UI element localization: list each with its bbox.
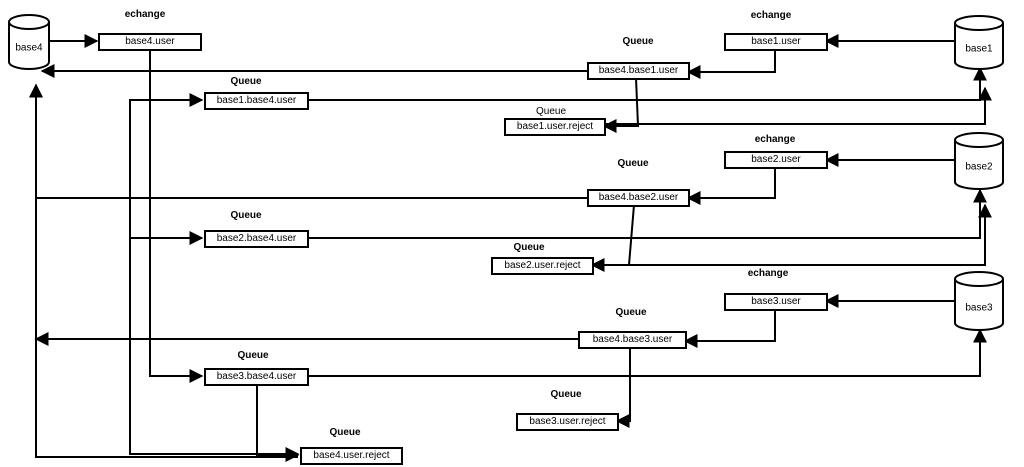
queue-label-reject1: Queue <box>535 106 567 117</box>
queue-label-base2-base4: Queue <box>230 210 262 221</box>
edge-reject2-to-base2 <box>592 203 992 266</box>
edge-stem-to-reject4 <box>129 238 300 461</box>
edge-base3-user-to-base4-base3-user <box>683 309 776 348</box>
database-label-base3: base3 <box>965 302 993 314</box>
exchange-base2-user[interactable]: base2.user <box>724 151 828 169</box>
queue-label-base3-base4: Queue <box>237 350 269 361</box>
exchange-label-base1: echange <box>750 10 792 21</box>
exchange-base1-user[interactable]: base1.user <box>724 33 828 51</box>
edge-base3-base4-user-to-base3 <box>307 328 987 377</box>
queue-base3-base4-user[interactable]: base3.base4.user <box>204 368 309 386</box>
queue-base1-base4-user[interactable]: base1.base4.user <box>204 92 309 110</box>
base2-database-icon <box>954 132 1004 190</box>
queue-base4-user-reject[interactable]: base4.user.reject <box>300 447 403 465</box>
edge-base4-user-to-base1-base4-user <box>149 49 204 107</box>
exchange-label-base2: echange <box>754 134 796 145</box>
queue-label-reject4: Queue <box>329 427 361 438</box>
edge-base2-base4-user-to-base2 <box>307 188 987 239</box>
queue-base4-base1-user[interactable]: base4.base1.user <box>587 62 690 80</box>
queue-base2-base4-user[interactable]: base2.base4.user <box>204 230 309 248</box>
exchange-label-base3: echange <box>747 268 789 279</box>
edge-base4-user-to-base3-base4-user <box>149 49 204 383</box>
edge-base4-base1-user-to-reject1 <box>602 77 640 133</box>
edge-reject1-to-base1 <box>604 86 992 125</box>
exchange-base3-user[interactable]: base3.user <box>724 293 828 311</box>
queue-label-base1-base4: Queue <box>230 76 262 87</box>
edge-base1-base4-user-to-base1 <box>307 66 987 101</box>
queue-base4-base2-user[interactable]: base4.base2.user <box>587 189 690 207</box>
base1-database-icon <box>954 15 1004 70</box>
queue-label-reject3: Queue <box>550 389 582 400</box>
edge-base4-base2-user-to-base4 <box>29 83 587 199</box>
exchange-label-base4: echange <box>124 9 166 20</box>
database-label-base4: base4 <box>15 42 43 54</box>
queue-label-base4-base1: Queue <box>622 36 654 47</box>
database-label-base2: base2 <box>965 161 993 173</box>
queue-base3-user-reject[interactable]: base3.user.reject <box>516 413 619 431</box>
queue-label-reject2: Queue <box>513 242 545 253</box>
edge-reject4-to-base4 <box>29 83 298 458</box>
queue-base4-base3-user[interactable]: base4.base3.user <box>578 331 687 349</box>
edge-base4-base2-user-to-reject2 <box>590 204 635 272</box>
exchange-base4-user[interactable]: base4.user <box>98 33 202 51</box>
database-label-base1: base1 <box>965 43 993 55</box>
base3-database-icon <box>954 271 1004 331</box>
edge-stem-to-base2-base4-user <box>129 99 204 245</box>
queue-label-base4-base2: Queue <box>617 158 649 169</box>
edge-base4-base3-user-to-reject3 <box>615 346 631 428</box>
base4-database-icon <box>8 14 50 70</box>
queue-base1-user-reject[interactable]: base1.user.reject <box>504 118 606 136</box>
queue-label-base4-base3: Queue <box>615 307 647 318</box>
edge-base2-user-to-base4-base2-user <box>686 168 776 205</box>
queue-base2-user-reject[interactable]: base2.user.reject <box>491 257 594 275</box>
edge-base1-user-to-base4-base1-user <box>686 49 776 79</box>
edge-base3-base4-user-to-reject4 <box>256 384 300 462</box>
